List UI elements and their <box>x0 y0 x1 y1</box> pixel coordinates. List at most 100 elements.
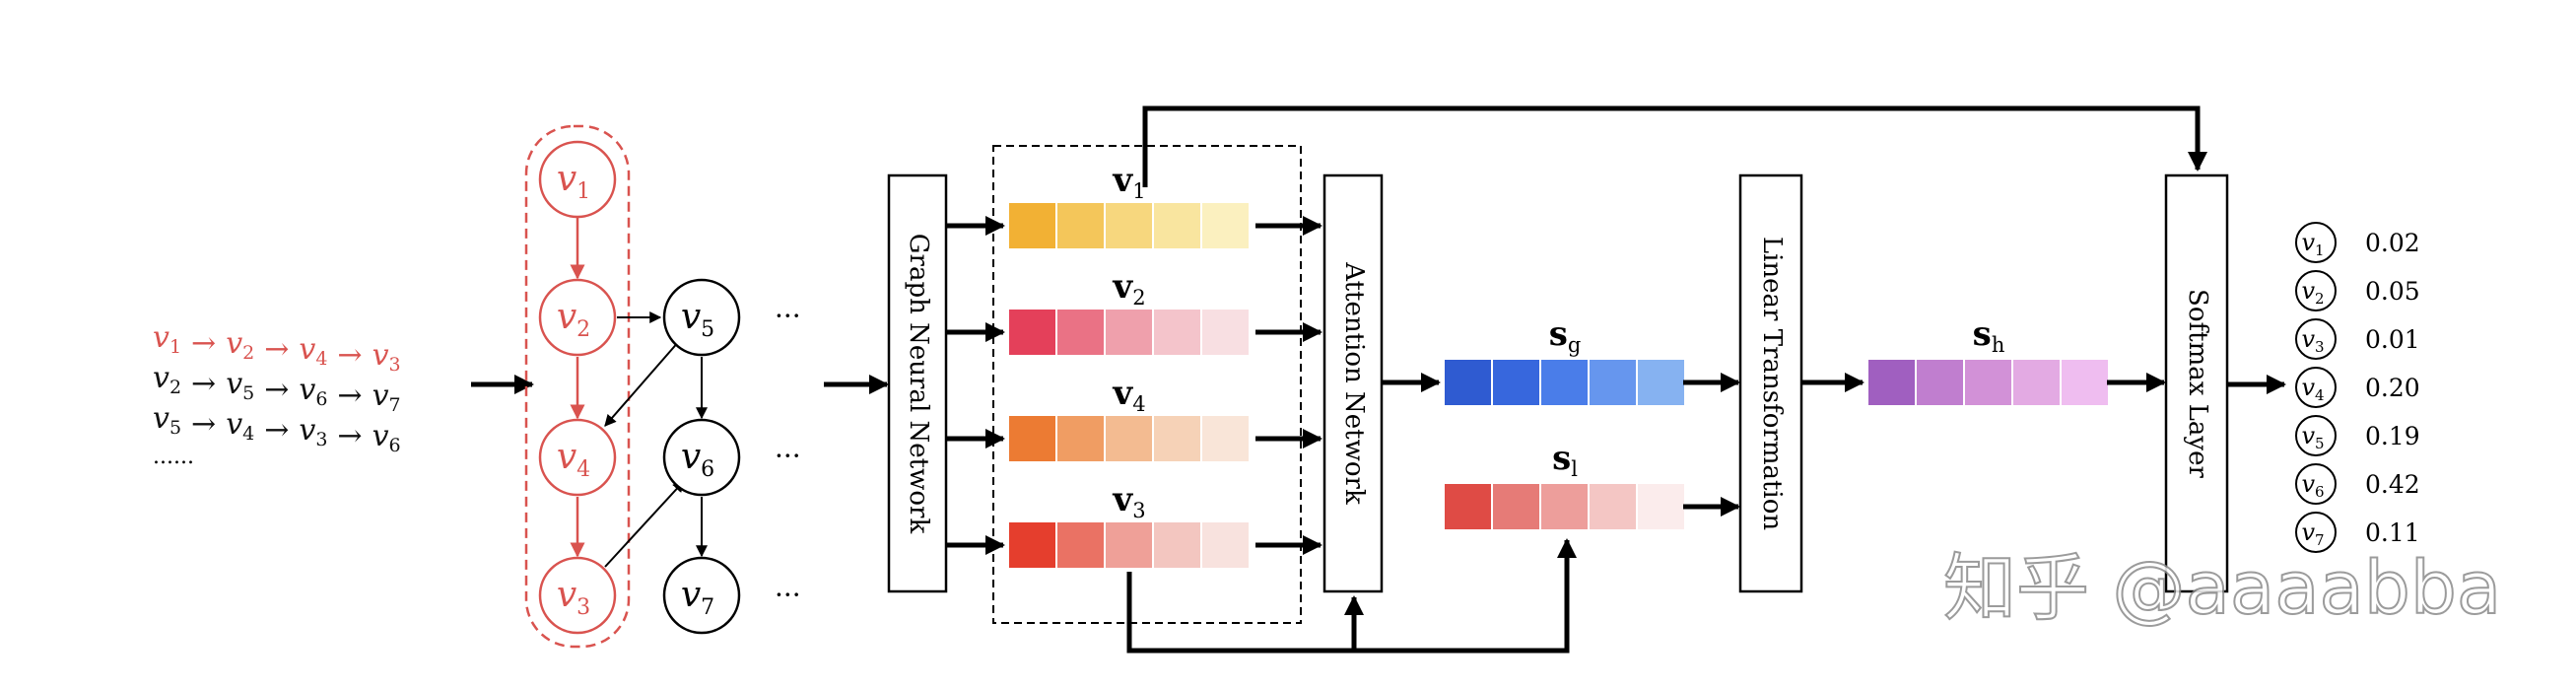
graph-node-circle <box>538 140 617 219</box>
output-score: 0.01 <box>2365 325 2420 354</box>
session-more: ...... <box>153 445 194 469</box>
embedding-cell <box>1009 203 1055 248</box>
embedding-cell <box>1154 310 1200 355</box>
linear-label: Linear Transformation <box>1757 237 1787 531</box>
graph-node-circle <box>662 418 741 497</box>
output-node-circle <box>2295 222 2337 263</box>
output-score: 0.42 <box>2365 470 2420 499</box>
session-sequences: v1→v2→v4→v3 v2→v5→v6→v7 v5→v4→v3→v6 ....… <box>153 320 401 469</box>
output-score: 0.02 <box>2365 229 2420 257</box>
embedding-v1: v1 <box>946 161 1322 248</box>
graph-node-label: v5 <box>681 297 714 342</box>
vector-cell <box>1638 484 1684 529</box>
embedding-cell <box>1057 203 1104 248</box>
vector-cell <box>1541 484 1588 529</box>
embedding-cell <box>1106 522 1152 568</box>
output-score: 0.20 <box>2365 374 2420 402</box>
vector-cell <box>1445 484 1491 529</box>
output-score: 0.19 <box>2365 422 2420 450</box>
output-node-label: v4 <box>2301 374 2324 404</box>
node-embeddings: v1 v2 v4 v3 <box>946 161 1322 568</box>
vector-cell <box>1445 360 1491 405</box>
output-node-label: v1 <box>2301 229 2324 259</box>
output-row-v6: v6 0.42 <box>2295 463 2420 505</box>
embedding-cell <box>1057 416 1104 461</box>
edge-v5-v4 <box>604 339 681 427</box>
session-line-3: v5→v4→v3→v6 <box>153 401 401 456</box>
graph-ellipsis-3: ··· <box>775 579 801 611</box>
embedding-cell <box>1154 522 1200 568</box>
highlight-session-outline <box>524 124 631 649</box>
graph-node-v6: v6 <box>662 418 741 497</box>
graph-node-label: v7 <box>681 575 714 620</box>
attention-label: Attention Network <box>1339 261 1369 505</box>
embedding-cell <box>1154 416 1200 461</box>
output-node-label: v5 <box>2301 422 2324 452</box>
sl-label: sl <box>1552 439 1578 481</box>
graph-node-circle <box>662 278 741 357</box>
embedding-cell <box>1106 416 1152 461</box>
embedding-cell <box>1057 310 1104 355</box>
embedding-v3: v3 <box>946 480 1322 568</box>
vector-cell <box>1868 360 1915 405</box>
graph-node-label: v2 <box>557 297 590 342</box>
bottom-connector <box>1126 538 1577 654</box>
embedding-cell <box>1202 522 1249 568</box>
embedding-v2: v2 <box>946 267 1322 355</box>
vector-cell <box>1590 360 1636 405</box>
sh-label: sh <box>1973 314 2005 357</box>
watermark: 知乎 @aaaabba <box>1943 546 2501 631</box>
output-node-circle <box>2295 270 2337 311</box>
embedding-v4: v4 <box>946 374 1322 461</box>
sh-vector: sh <box>1868 314 2108 405</box>
sg-label: sg <box>1549 314 1582 357</box>
output-node-circle <box>2295 463 2337 505</box>
edge-v3-v6 <box>604 480 685 568</box>
output-row-v1: v1 0.02 <box>2295 222 2420 263</box>
output-node-circle <box>2295 367 2337 408</box>
embedding-cell <box>1202 416 1249 461</box>
graph-node-circle <box>538 556 617 635</box>
graph-node-v5: v5 <box>662 278 741 357</box>
output-node-circle <box>2295 415 2337 456</box>
vector-cell <box>2062 360 2108 405</box>
graph-node-v4: v4 <box>538 418 617 497</box>
output-node-label: v3 <box>2301 325 2324 356</box>
embedding-label: v1 <box>1112 161 1145 203</box>
session-line-1: v1→v2→v4→v3 <box>153 320 401 376</box>
embedding-cell <box>1202 310 1249 355</box>
attention-box: Attention Network <box>1322 173 1384 593</box>
graph-node-circle <box>662 556 741 635</box>
softmax-label: Softmax Layer <box>2183 289 2212 478</box>
sg-vector: sg <box>1445 314 1684 405</box>
graph-node-circle <box>538 418 617 497</box>
session-line-2: v2→v5→v6→v7 <box>153 361 401 416</box>
graph-ellipsis-2: ··· <box>775 440 801 472</box>
output-node-label: v7 <box>2301 518 2324 549</box>
embedding-cell <box>1154 203 1200 248</box>
vector-cell <box>1541 360 1588 405</box>
graph-node-label: v4 <box>557 437 590 482</box>
embedding-cell <box>1106 203 1152 248</box>
sl-vector: sl <box>1445 439 1684 529</box>
vector-cell <box>1493 360 1539 405</box>
graph-node-v1: v1 <box>538 140 617 219</box>
output-row-v4: v4 0.20 <box>2295 367 2420 408</box>
embedding-cell <box>1202 203 1249 248</box>
embedding-cell <box>1009 416 1055 461</box>
embedding-cell <box>1009 310 1055 355</box>
vector-cell <box>1917 360 1963 405</box>
output-node-label: v2 <box>2301 277 2324 308</box>
graph-node-v7: v7 <box>662 556 741 635</box>
output-node-label: v6 <box>2301 470 2324 501</box>
embedding-cell <box>1009 522 1055 568</box>
output-row-v5: v5 0.19 <box>2295 415 2420 456</box>
softmax-box: Softmax Layer <box>2164 173 2229 593</box>
embedding-cell <box>1106 310 1152 355</box>
vector-cell <box>2013 360 2060 405</box>
embedding-label: v2 <box>1112 267 1145 310</box>
embedding-label: v4 <box>1112 374 1145 416</box>
